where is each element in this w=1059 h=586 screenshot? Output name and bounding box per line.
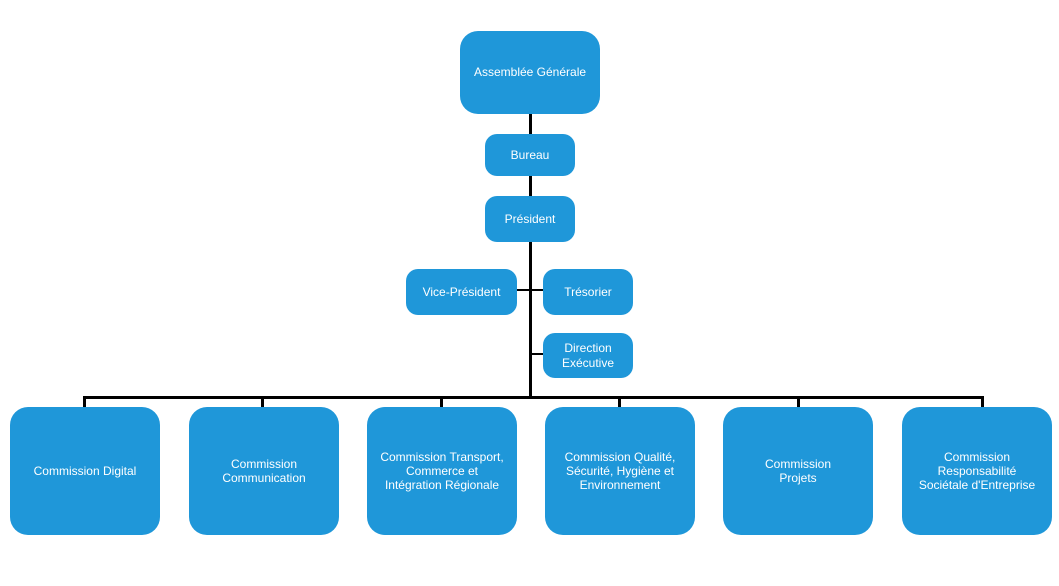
node-commission-rse: Commission Responsabilité Sociétale d'En… [902, 407, 1052, 535]
node-president: Président [485, 196, 575, 242]
node-commission-communication: Commission Communication [189, 407, 339, 535]
connector-drop-3 [440, 396, 443, 408]
node-commission-transport: Commission Transport, Commerce et Intégr… [367, 407, 517, 535]
node-vice-president: Vice-Président [406, 269, 517, 315]
connector-horizontal-bus [83, 396, 984, 399]
connector-drop-2 [261, 396, 264, 408]
connector-trunk [529, 112, 532, 397]
connector-drop-6 [981, 396, 984, 408]
node-commission-projets: Commission Projets [723, 407, 873, 535]
node-assemblee-generale: Assemblée Générale [460, 31, 600, 114]
node-direction-executive: Direction Exécutive [543, 333, 633, 378]
connector-drop-4 [618, 396, 621, 408]
connector-drop-5 [797, 396, 800, 408]
connector-direction-branch [530, 353, 545, 355]
node-bureau: Bureau [485, 134, 575, 176]
node-commission-digital: Commission Digital [10, 407, 160, 535]
connector-drop-1 [83, 396, 86, 408]
connector-side-branch [516, 289, 545, 291]
node-commission-qualite: Commission Qualité, Sécurité, Hygiène et… [545, 407, 695, 535]
node-tresorier: Trésorier [543, 269, 633, 315]
